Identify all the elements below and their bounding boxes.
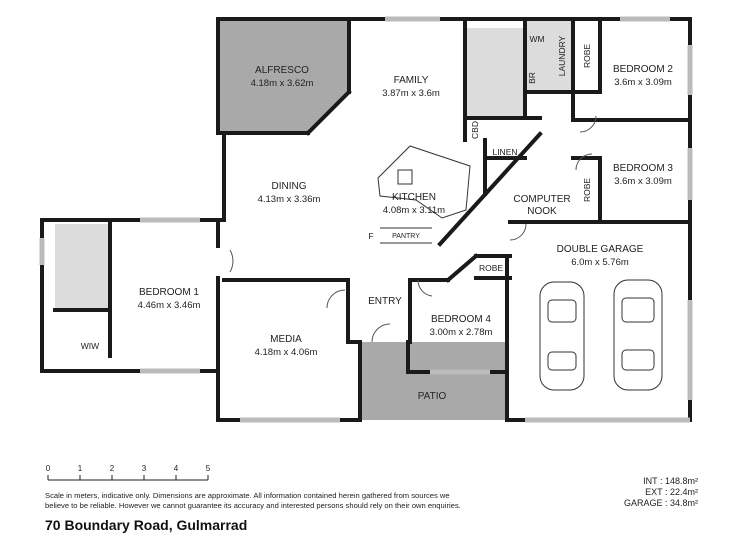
wm-label: WM (529, 34, 544, 44)
car-icon (539, 281, 585, 391)
dining-dim: 4.13m x 3.36m (258, 194, 321, 205)
area-summary: INT : 148.8m² EXT : 22.4m² GARAGE : 34.8… (624, 476, 698, 509)
windows (39, 16, 693, 423)
dining-label: DINING (272, 181, 307, 192)
kitchen-label: KITCHEN (392, 192, 436, 203)
br-label: BR (527, 72, 537, 84)
bathroom-area (55, 224, 110, 310)
bedroom3-dim: 3.6m x 3.09m (614, 176, 672, 187)
scale-tick-4: 4 (174, 464, 179, 473)
laundry-area (525, 20, 573, 92)
property-address: 70 Boundary Road, Gulmarrad (45, 517, 248, 533)
scale-tick-0: 0 (46, 464, 51, 473)
family-label: FAMILY (394, 75, 429, 86)
patio-area (360, 342, 507, 420)
alfresco-area (218, 19, 349, 133)
bedroom1-dim: 4.46m x 3.46m (138, 300, 201, 311)
media-label: MEDIA (270, 334, 302, 345)
cbd-label: CBD (470, 121, 480, 139)
bedroom3-label: BEDROOM 3 (613, 163, 673, 174)
disclaimer: Scale in meters, indicative only. Dimens… (45, 491, 565, 511)
kitchen-dim: 4.08m x 3.11m (383, 205, 445, 216)
computer-nook-label-1: COMPUTER (513, 194, 570, 205)
area-garage: GARAGE : 34.8m² (623, 498, 698, 508)
alfresco-label: ALFRESCO (255, 65, 309, 76)
car-icon (613, 279, 663, 391)
entry-label: ENTRY (368, 296, 402, 307)
scale-tick-1: 1 (78, 464, 83, 473)
bedroom4-label: BEDROOM 4 (431, 314, 491, 325)
patio-label: PATIO (418, 391, 447, 402)
fridge-label: F (368, 231, 373, 241)
robe-label-bed3: ROBE (582, 178, 592, 202)
scale-tick-3: 3 (142, 464, 147, 473)
area-int: INT : 148.8m² (643, 476, 698, 486)
disclaimer-line-1: Scale in meters, indicative only. Dimens… (45, 491, 450, 500)
area-ext: EXT : 22.4m² (645, 487, 698, 497)
laundry-label: LAUNDRY (557, 35, 567, 76)
garage-dim: 6.0m x 5.76m (571, 257, 629, 268)
bedroom2-label: BEDROOM 2 (613, 64, 673, 75)
scale-bar: 0 1 2 3 4 5 (46, 464, 211, 481)
bedroom4-dim: 3.00m x 2.78m (430, 327, 493, 338)
computer-nook-label-2: NOOK (527, 206, 557, 217)
family-dim: 3.87m x 3.6m (382, 88, 440, 99)
bedroom2-dim: 3.6m x 3.09m (614, 77, 672, 88)
scale-tick-5: 5 (206, 464, 211, 473)
robe-label-bed2: ROBE (582, 44, 592, 68)
doors (229, 115, 597, 343)
linen-label: LINEN (492, 147, 517, 157)
wiw-label: WIW (81, 341, 99, 351)
alfresco-dim: 4.18m x 3.62m (251, 78, 314, 89)
robe-label-bed4: ROBE (479, 263, 503, 273)
scale-tick-2: 2 (110, 464, 115, 473)
pantry-label: PANTRY (392, 233, 420, 240)
car-icons (539, 279, 663, 391)
media-dim: 4.18m x 4.06m (255, 347, 318, 358)
kitchen-bench (377, 145, 471, 244)
ensuite-area (465, 28, 525, 118)
disclaimer-line-2: believe to be reliable. However we canno… (45, 501, 461, 510)
garage-label: DOUBLE GARAGE (557, 244, 644, 255)
bedroom1-label: BEDROOM 1 (139, 287, 199, 298)
